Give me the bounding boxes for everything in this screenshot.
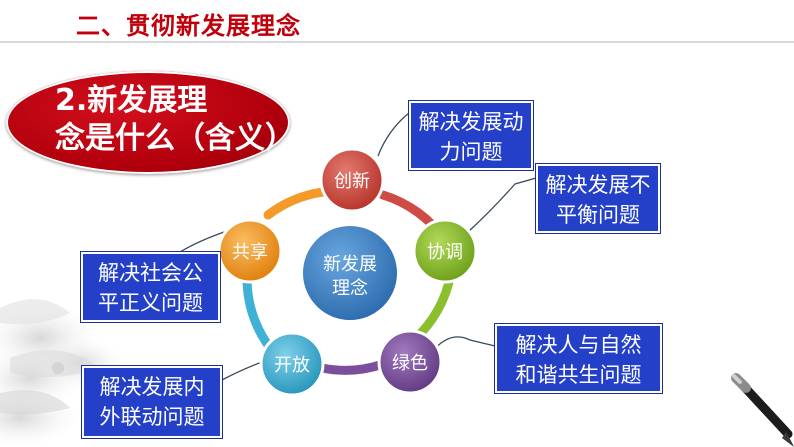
concept-label: 2.新发展理 念是什么（含义） <box>55 82 295 158</box>
callout-sharing-line2: 平正义问题 <box>98 291 203 315</box>
page-title: 二、贯彻新发展理念 <box>76 12 301 40</box>
callout-innovation: 解决发展动 力问题 <box>408 100 534 171</box>
callout-green: 解决人与自然 和谐共生问题 <box>494 323 663 394</box>
leader-line-green <box>431 336 496 353</box>
callout-coordination-line2: 平衡问题 <box>556 203 640 227</box>
callout-sharing: 解决社会公 平正义问题 <box>80 251 221 323</box>
node-innovation-label: 创新 <box>334 171 370 192</box>
ink-flower-decoration <box>0 299 171 446</box>
brush-decoration <box>731 373 794 447</box>
center-label-line2: 理念 <box>332 277 368 299</box>
callout-coordination-line1: 解决发展不 <box>545 173 651 197</box>
node-openness <box>259 331 325 397</box>
callout-coordination: 解决发展不 平衡问题 <box>535 163 661 234</box>
node-coordination-label: 协调 <box>427 242 463 263</box>
node-coordination <box>412 218 478 284</box>
node-innovation <box>319 147 385 213</box>
callout-openness-line1: 解决发展内 <box>99 375 205 399</box>
leader-line-coordination <box>467 177 537 233</box>
node-green-label: 绿色 <box>392 353 428 374</box>
ring-arc-openness-sharing <box>242 275 273 350</box>
callout-green-line2: 和谐共生问题 <box>515 363 642 387</box>
concept-label-line2: 念是什么（含义） <box>55 121 295 156</box>
callout-sharing-line1: 解决社会公 <box>98 261 203 285</box>
ring-arc-green-openness <box>317 359 388 375</box>
leader-line-innovation <box>377 112 410 157</box>
center-label-line1: 新发展 <box>323 254 377 275</box>
center-circle <box>301 224 399 322</box>
ring-arc-sharing-innovation <box>263 187 328 220</box>
callout-openness-line2: 外联动问题 <box>99 405 205 429</box>
node-sharing-label: 共享 <box>232 242 268 263</box>
node-openness-label: 开放 <box>274 355 310 376</box>
concept-label-line1: 2.新发展理 <box>55 83 208 118</box>
callout-innovation-line1: 解决发展动 <box>418 110 524 134</box>
callout-innovation-line2: 力问题 <box>439 140 503 164</box>
node-sharing <box>217 218 283 284</box>
node-green <box>377 329 443 395</box>
callout-green-line1: 解决人与自然 <box>515 333 642 357</box>
title-divider <box>0 41 794 43</box>
concept-oval <box>6 71 290 174</box>
callout-openness: 解决发展内 外联动问题 <box>81 365 223 439</box>
